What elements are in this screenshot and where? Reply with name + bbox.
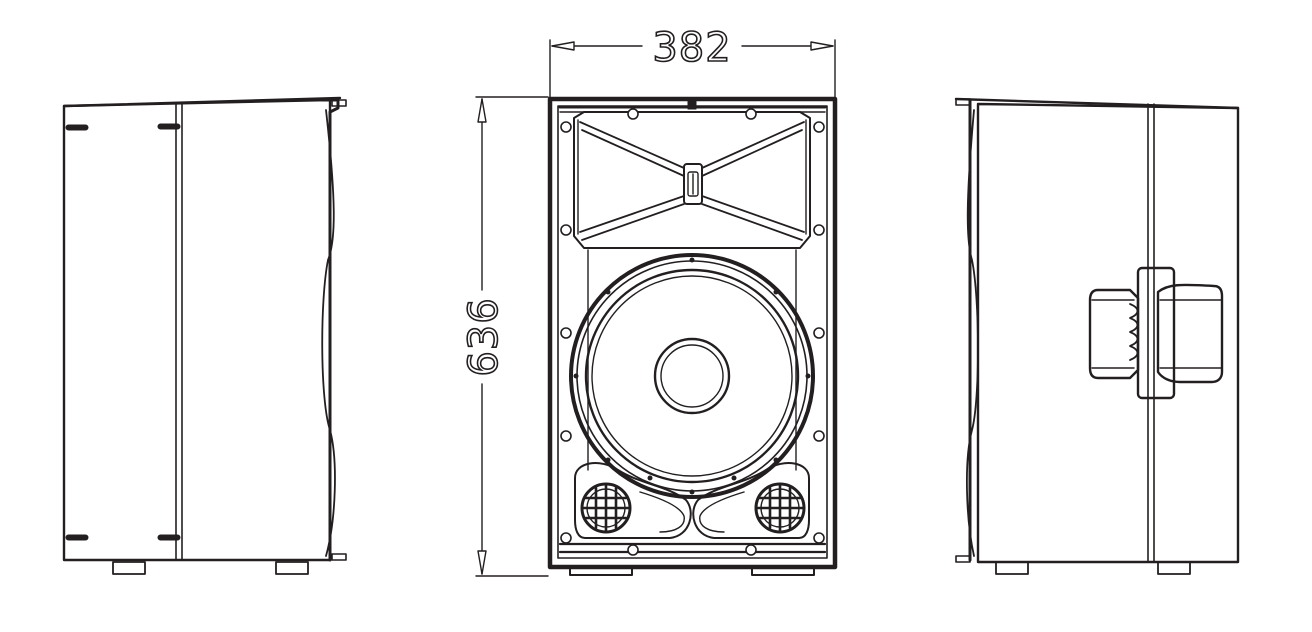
front-view bbox=[547, 96, 838, 576]
width-dimension bbox=[549, 39, 836, 99]
handle-icon bbox=[1088, 266, 1224, 400]
height-dimension bbox=[475, 96, 549, 577]
height-dimension-label: 636 bbox=[461, 297, 507, 376]
left-side-view bbox=[62, 96, 347, 575]
right-side-view bbox=[954, 97, 1240, 575]
width-dimension-label: 382 bbox=[652, 25, 731, 71]
